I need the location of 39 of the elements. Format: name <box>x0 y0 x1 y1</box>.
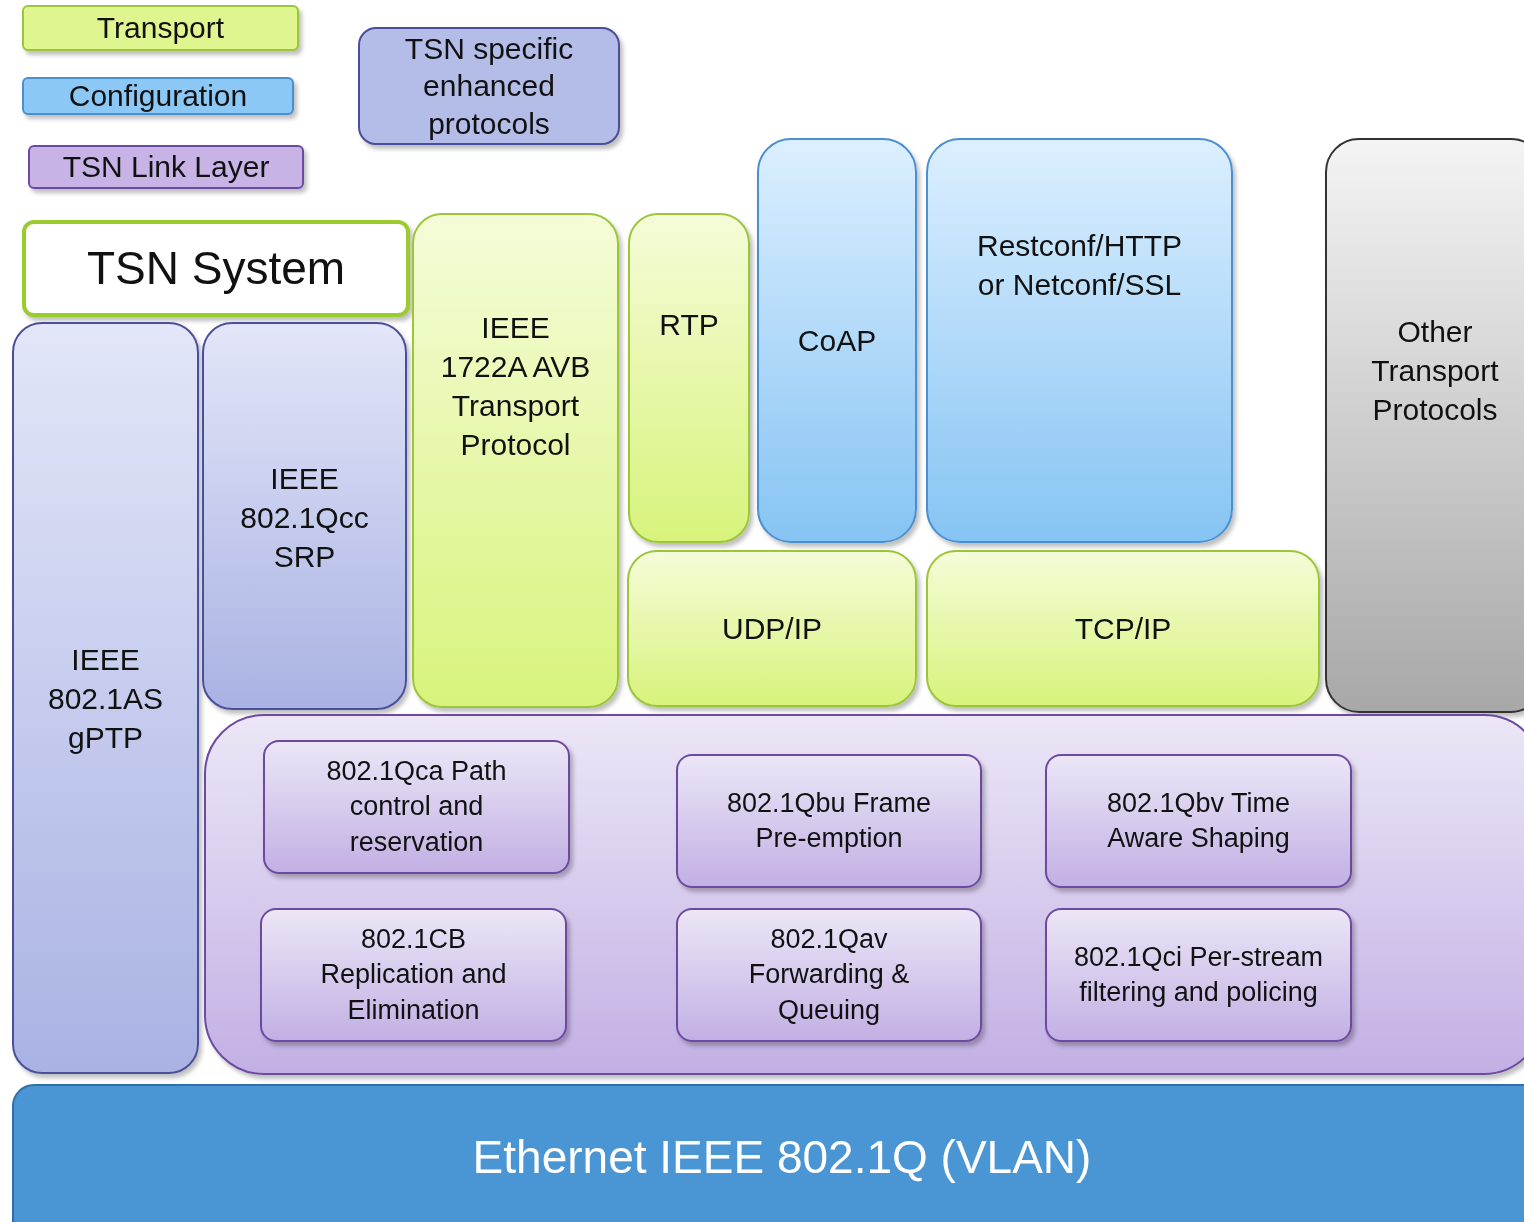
standard-box <box>676 908 982 1042</box>
box-label: 802.1Qci Per-stream filtering and policing <box>1072 940 1325 1009</box>
protocol-box <box>12 322 199 1074</box>
box-label: RTP <box>658 307 720 343</box>
protocol-box <box>202 322 407 710</box>
box-label: 802.1Qav Forwarding & Queuing <box>747 923 911 1027</box>
standard-box <box>263 740 570 874</box>
box-label: TCP/IP <box>1073 611 1173 647</box>
box-label: Other Transport Protocols <box>1370 314 1500 428</box>
box-label: UDP/IP <box>721 611 823 647</box>
legend-label: Transport <box>96 10 225 47</box>
title-box <box>22 220 410 317</box>
box-label: IEEE 802.1Qcc SRP <box>239 461 370 575</box>
box-label: 802.1CB Replication and Elimination <box>319 923 508 1027</box>
standard-box <box>676 754 982 888</box>
standard-box <box>1045 754 1352 888</box>
base-layer-bar <box>12 1084 1524 1222</box>
protocol-box <box>1325 138 1524 713</box>
box-label: IEEE 802.1AS gPTP <box>46 641 165 756</box>
box-container <box>204 714 1524 1075</box>
legend-label: Configuration <box>68 78 248 115</box>
box-label: Restconf/HTTP or Netconf/SSL <box>975 228 1184 303</box>
protocol-box <box>627 550 917 707</box>
protocol-box <box>926 138 1233 543</box>
legend-label: TSN specific enhanced protocols <box>403 30 575 142</box>
box-label: Ethernet IEEE 802.1Q (VLAN) <box>471 1130 1093 1185</box>
box-label: CoAP <box>796 323 878 359</box>
legend-label: TSN Link Layer <box>62 149 270 186</box>
protocol-box <box>757 138 917 543</box>
protocol-box <box>628 213 750 543</box>
box-label: TSN System <box>85 240 347 296</box>
box-label: IEEE 1722A AVB Transport Protocol <box>439 310 592 463</box>
protocol-box <box>926 550 1320 707</box>
standard-box <box>260 908 567 1042</box>
box-label: 802.1Qca Path control and reservation <box>325 755 508 859</box>
box-label: 802.1Qbv Time Aware Shaping <box>1105 786 1292 855</box>
protocol-box <box>412 213 619 708</box>
box-label: 802.1Qbu Frame Pre-emption <box>725 786 933 855</box>
standard-box <box>1045 908 1352 1042</box>
